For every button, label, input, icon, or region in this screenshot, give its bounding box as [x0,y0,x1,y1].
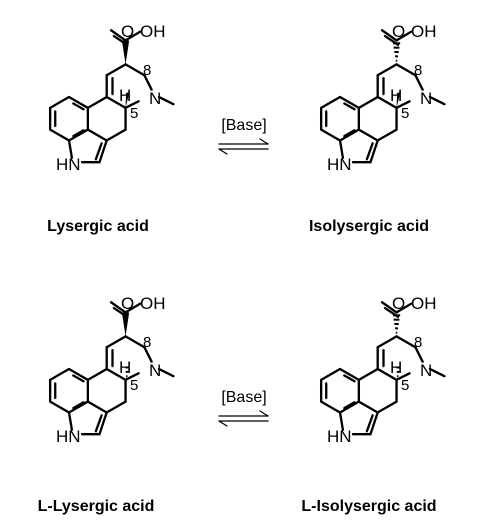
oxygen-atom: O [392,22,405,41]
indole-nh: HN [327,427,352,446]
nitrogen-atom: N [149,361,161,380]
locant-5: 5 [130,377,138,394]
indole-nh: HN [56,427,81,446]
locant-8: 8 [414,62,422,79]
locant-5: 5 [130,105,138,122]
reaction-condition: [Base] [221,389,266,406]
oxygen-atom: O [121,22,134,41]
molecule-name: L-Lysergic acid [38,498,155,515]
locant-5: 5 [401,377,409,394]
nitrogen-atom: N [420,361,432,380]
hydroxyl-group: OH [411,294,437,313]
locant-8: 8 [143,334,151,351]
locant-5: 5 [401,105,409,122]
c8-hash-bond [391,42,402,62]
molecule-name: Isolysergic acid [309,218,429,235]
equilibrium-arrow-top [218,138,269,155]
oxygen-atom: O [392,294,405,313]
ergoline-skeleton [319,335,446,436]
molecule-name: Lysergic acid [47,218,149,235]
nitrogen-atom: N [420,89,432,108]
ergoline-skeleton [319,63,446,164]
oxygen-atom: O [121,294,134,313]
equilibrium-arrow-bottom [218,410,269,427]
c8-hash-bond [391,314,402,334]
ergoline-skeleton [48,335,175,436]
nitrogen-atom: N [149,89,161,108]
ergoline-skeleton [48,63,175,164]
hydroxyl-group: OH [411,22,437,41]
hydrogen-atom: H [119,358,131,377]
indole-nh: HN [327,155,352,174]
hydrogen-atom: H [119,86,131,105]
locant-8: 8 [143,62,151,79]
indole-nh: HN [56,155,81,174]
hydroxyl-group: OH [140,22,166,41]
reaction-condition: [Base] [221,117,266,134]
hydrogen-atom: H [390,86,402,105]
hydroxyl-group: OH [140,294,166,313]
molecule-name: L-Isolysergic acid [301,498,436,515]
locant-8: 8 [414,334,422,351]
hydrogen-atom: H [390,358,402,377]
